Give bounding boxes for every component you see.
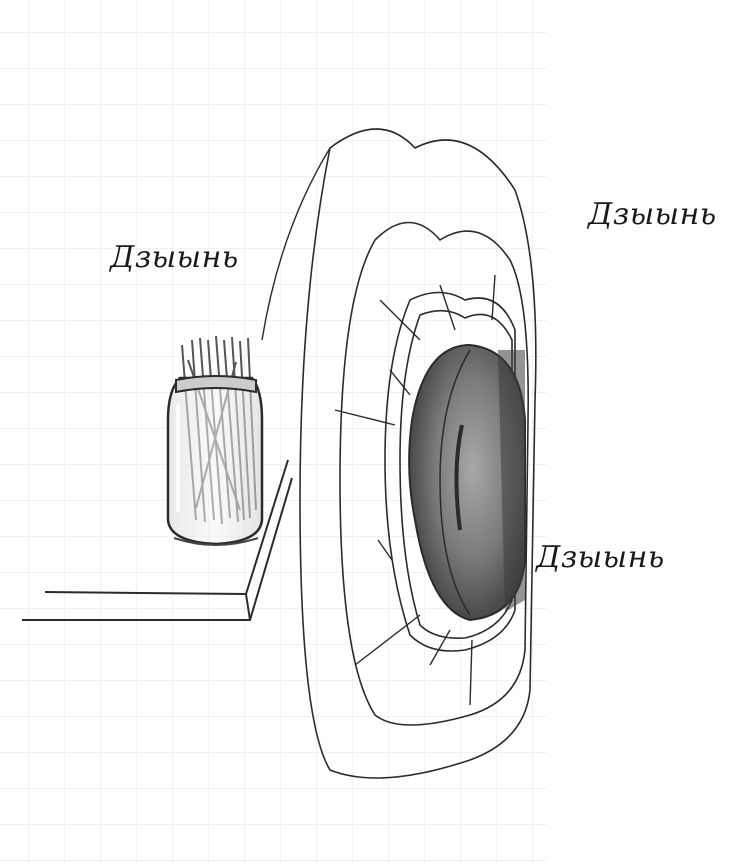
vibration-outlines: [261, 128, 537, 779]
apple-icon: [408, 343, 526, 622]
jar-with-sticks-icon: [166, 335, 264, 546]
sound-label-right: Дзыынь: [588, 197, 717, 232]
shelf: [22, 459, 293, 621]
sound-label-left: Дзыынь: [110, 240, 239, 275]
sound-label-lower: Дзыынь: [536, 540, 665, 575]
motion-ticks: [334, 274, 496, 706]
